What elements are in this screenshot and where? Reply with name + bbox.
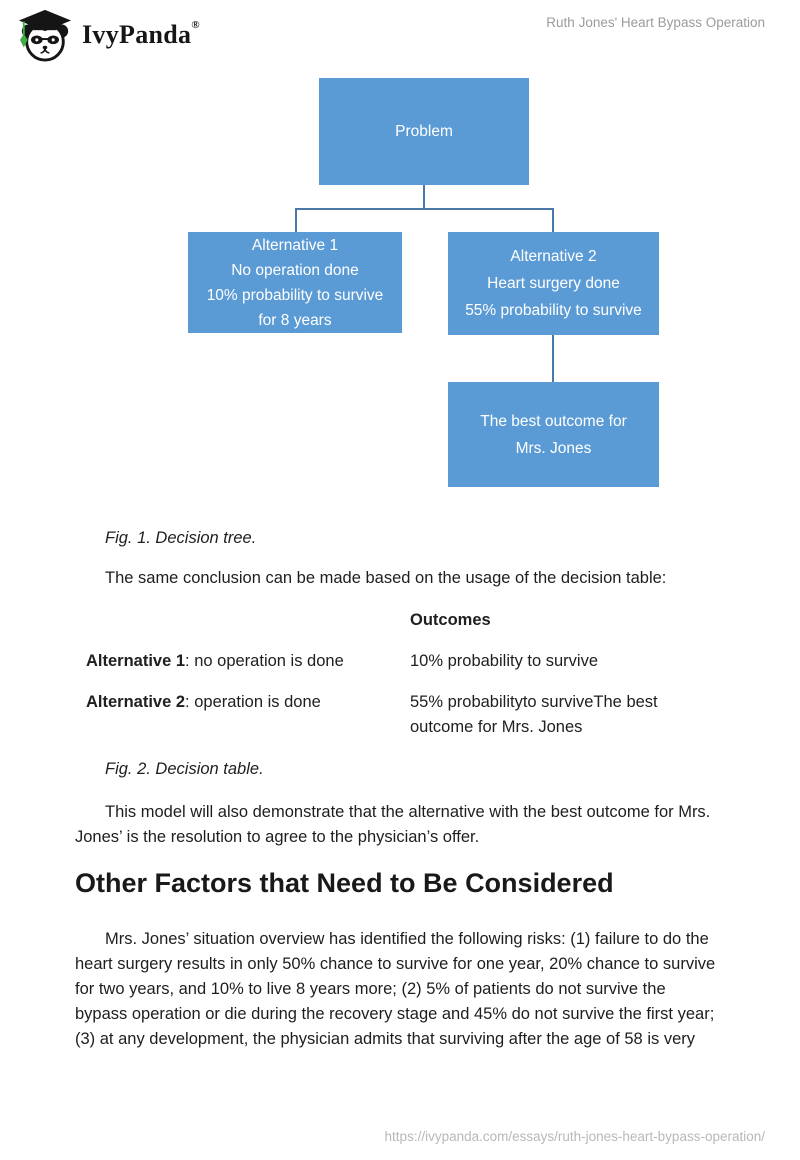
outcome-line: Mrs. Jones xyxy=(515,439,592,457)
brand-name: IvyPanda xyxy=(82,20,192,49)
table-cell-alternative-2: Alternative 2: operation is done xyxy=(86,690,410,740)
decision-tree-diagram: Problem Alternative 1 No operation done … xyxy=(0,70,800,490)
alternative-2-description: : operation is done xyxy=(185,693,321,711)
connector-to-alt1 xyxy=(295,210,297,232)
decision-table: Outcomes Alternative 1: no operation is … xyxy=(86,608,765,740)
paragraph-line: heart surgery results in only 50% chance… xyxy=(75,955,716,973)
page-header: IvyPanda® Ruth Jones' Heart Bypass Opera… xyxy=(0,0,800,70)
paragraph-line: Mrs. Jones’ situation overview has ident… xyxy=(105,930,709,948)
alt2-line: Heart surgery done xyxy=(487,275,620,292)
alt1-line: for 8 years xyxy=(258,311,332,329)
outcome-1-line: 10% probability to survive xyxy=(410,652,599,670)
connector-alt2-to-outcome xyxy=(552,335,554,382)
paragraph-line: Jones’ is the resolution to agree to the… xyxy=(75,828,480,846)
alt1-line: Alternative 1 xyxy=(251,236,339,254)
section-heading: Other Factors that Need to Be Considered xyxy=(75,868,614,898)
table-row: Alternative 1: no operation is done 10% … xyxy=(86,649,765,674)
alt1-line: No operation done xyxy=(231,261,359,279)
table-header-row: Outcomes xyxy=(86,608,765,633)
document-title: Ruth Jones' Heart Bypass Operation xyxy=(546,15,765,30)
essay-body: Fig. 1. Decision tree. The same conclusi… xyxy=(0,526,800,1052)
paragraph-line: This model will also demonstrate that th… xyxy=(105,803,711,821)
source-url: https://ivypanda.com/essays/ruth-jones-h… xyxy=(384,1129,765,1144)
node-best-outcome: The best outcome for Mrs. Jones xyxy=(448,382,659,487)
alternative-1-label: Alternative 1 xyxy=(86,652,186,670)
connector-problem-down xyxy=(423,185,425,208)
alt2-line: Alternative 2 xyxy=(510,248,597,265)
table-cell-alternative-1: Alternative 1: no operation is done xyxy=(86,649,410,674)
paragraph-line: bypass operation or die during the recov… xyxy=(75,1005,715,1023)
alternative-1-description: : no operation is done xyxy=(185,652,344,670)
fig1-caption: Fig. 1. Decision tree. xyxy=(105,529,257,547)
fig2-caption: Fig. 2. Decision table. xyxy=(105,760,264,778)
table-cell-outcome-2: 55% probabilityto surviveThe best outcom… xyxy=(410,690,765,740)
brand: IvyPanda® xyxy=(16,8,200,62)
connector-to-alt2 xyxy=(552,210,554,232)
outcome-2-line: 55% probabilityto surviveThe best xyxy=(410,693,658,711)
alternative-2-label: Alternative 2 xyxy=(86,693,186,711)
alt2-line: 55% probability to survive xyxy=(465,302,642,319)
alt1-line: 10% probability to survive xyxy=(206,286,384,304)
page-footer: https://ivypanda.com/essays/ruth-jones-h… xyxy=(385,1129,765,1144)
paragraph-risks: Mrs. Jones’ situation overview has ident… xyxy=(75,927,765,1052)
connector-horizontal xyxy=(295,208,554,210)
ivypanda-logo-icon xyxy=(18,9,72,62)
table-row: Alternative 2: operation is done 55% pro… xyxy=(86,690,765,740)
paragraph-line: (3) at any development, the physician ad… xyxy=(75,1030,695,1048)
table-header-empty xyxy=(86,608,410,633)
node-alternative-1: Alternative 1 No operation done 10% prob… xyxy=(188,232,402,333)
outcome-line: The best outcome for xyxy=(480,412,627,430)
paragraph-model-conclusion: This model will also demonstrate that th… xyxy=(75,800,765,850)
node-problem: Problem xyxy=(319,78,529,185)
paragraph-intro-table: The same conclusion can be made based on… xyxy=(105,569,667,587)
outcome-2-line: outcome for Mrs. Jones xyxy=(410,718,583,736)
registered-mark: ® xyxy=(191,18,200,31)
node-problem-label: Problem xyxy=(395,123,453,140)
paragraph-line: for two years, and 10% to live 8 years m… xyxy=(75,980,666,998)
table-header-outcomes: Outcomes xyxy=(410,611,491,629)
table-cell-outcome-1: 10% probability to survive xyxy=(410,649,765,674)
node-alternative-2: Alternative 2 Heart surgery done 55% pro… xyxy=(448,232,659,335)
